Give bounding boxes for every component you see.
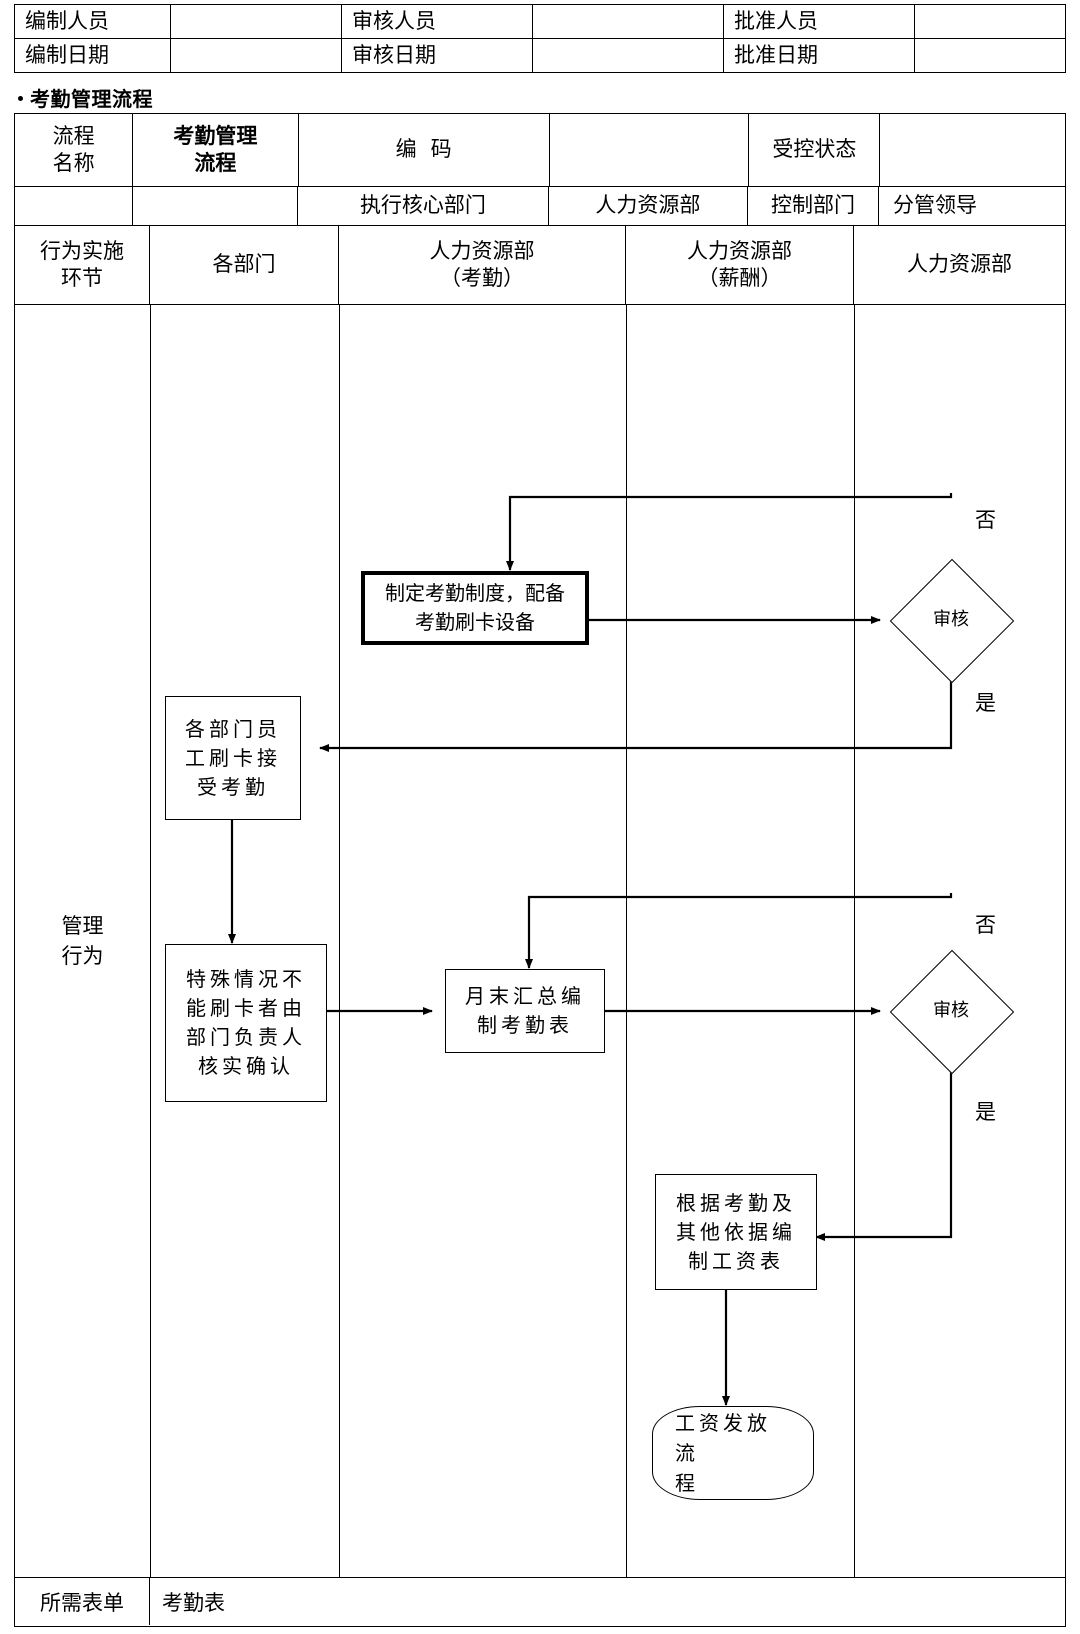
- section-title-text: 考勤管理流程: [30, 87, 153, 111]
- lane-divider-3: [626, 305, 627, 1577]
- flow-decision-review-1-label: 审核: [933, 609, 969, 631]
- lane-header-hr-attendance: 人力资源部 （考勤）: [339, 226, 626, 304]
- reviewed-by-label: 审核人员: [341, 4, 533, 39]
- required-forms-row: 所需表单 考勤表: [15, 1578, 1065, 1625]
- reviewed-date-value[interactable]: [532, 38, 724, 73]
- flow-node-make-payroll[interactable]: 根据考勤及 其他依据编 制工资表: [655, 1174, 817, 1290]
- stage-label: 行为实施 环节: [15, 226, 150, 304]
- process-name-label: 流程 名称: [15, 114, 134, 186]
- flow-node-make-policy[interactable]: 制定考勤制度，配备 考勤刷卡设备: [361, 571, 589, 645]
- branch-label-yes-2: 是: [975, 1100, 996, 1124]
- section-title: 考勤管理流程: [14, 83, 153, 112]
- prepared-date-label: 编制日期: [14, 38, 171, 73]
- branch-label-yes-1: 是: [975, 691, 996, 715]
- reviewed-by-value[interactable]: [532, 4, 724, 39]
- signature-table: 编制人员 审核人员 批准人员 编制日期 审核日期 批准日期: [14, 4, 1066, 73]
- required-forms-value: 考勤表: [162, 1590, 225, 1615]
- prepared-by-label: 编制人员: [14, 4, 171, 39]
- bullet-icon: [18, 96, 23, 101]
- flow-decision-review-2-label: 审核: [933, 1000, 969, 1022]
- branch-label-no-2: 否: [975, 913, 996, 937]
- control-dept-value: 分管领导: [893, 193, 978, 218]
- lane-header-hr: 人力资源部: [907, 252, 1012, 277]
- lane-divider-1: [150, 305, 151, 1577]
- prepared-by-value[interactable]: [170, 4, 342, 39]
- process-code-value[interactable]: [550, 114, 750, 186]
- lane-header-departments: 各部门: [150, 226, 339, 304]
- flow-connectors: [228, 493, 953, 1406]
- table-row: 编制人员 审核人员 批准人员: [14, 4, 1066, 39]
- required-forms-label: 所需表单: [15, 1578, 150, 1625]
- prepared-date-value[interactable]: [170, 38, 342, 73]
- swimlane-header-row: 行为实施 环节 各部门 人力资源部 （考勤） 人力资源部 （薪酬） 人力资源部: [15, 226, 1065, 305]
- approved-date-label: 批准日期: [723, 38, 915, 73]
- lane-header-hr-payroll: 人力资源部 （薪酬）: [626, 226, 854, 304]
- controlled-status-label: 受控状态: [749, 114, 881, 186]
- approved-by-value[interactable]: [914, 4, 1066, 39]
- controlled-status-value[interactable]: [880, 114, 1065, 186]
- flow-node-monthly-summary[interactable]: 月末汇总编 制考勤表: [445, 969, 605, 1053]
- flow-terminator-payroll-process[interactable]: 工资发放流 程: [652, 1406, 814, 1500]
- approved-date-value[interactable]: [914, 38, 1066, 73]
- table-row: 编制日期 审核日期 批准日期: [14, 38, 1066, 73]
- flow-node-special-case[interactable]: 特殊情况不 能刷卡者由 部门负责人 核实确认: [165, 944, 327, 1102]
- branch-label-no-1: 否: [975, 508, 996, 532]
- process-header-row-2: 执行核心部门 人力资源部 控制部门 分管领导: [15, 187, 1065, 226]
- spacer-cell-left: [15, 187, 133, 225]
- process-code-label: 编码: [299, 114, 550, 186]
- lane-divider-2: [339, 305, 340, 1577]
- row-label-management-behavior: 管理 行为: [61, 913, 104, 968]
- flowchart-body: 管理 行为: [15, 305, 1065, 1578]
- process-name-value: 考勤管理 流程: [133, 114, 299, 186]
- approved-by-label: 批准人员: [723, 4, 915, 39]
- spacer-cell-name: [133, 187, 299, 225]
- control-dept-label: 控制部门: [748, 187, 880, 225]
- reviewed-date-label: 审核日期: [341, 38, 533, 73]
- lane-divider-4: [854, 305, 855, 1577]
- flow-node-staff-swipe[interactable]: 各部门员 工刷卡接 受考勤: [165, 696, 301, 820]
- exec-core-dept-value: 人力资源部: [549, 187, 748, 225]
- process-header-row-1: 流程 名称 考勤管理 流程 编码 受控状态: [15, 114, 1065, 187]
- process-table: 流程 名称 考勤管理 流程 编码 受控状态 执行核心部门 人力资源部 控制部门 …: [14, 113, 1066, 1627]
- exec-core-dept-label: 执行核心部门: [298, 187, 549, 225]
